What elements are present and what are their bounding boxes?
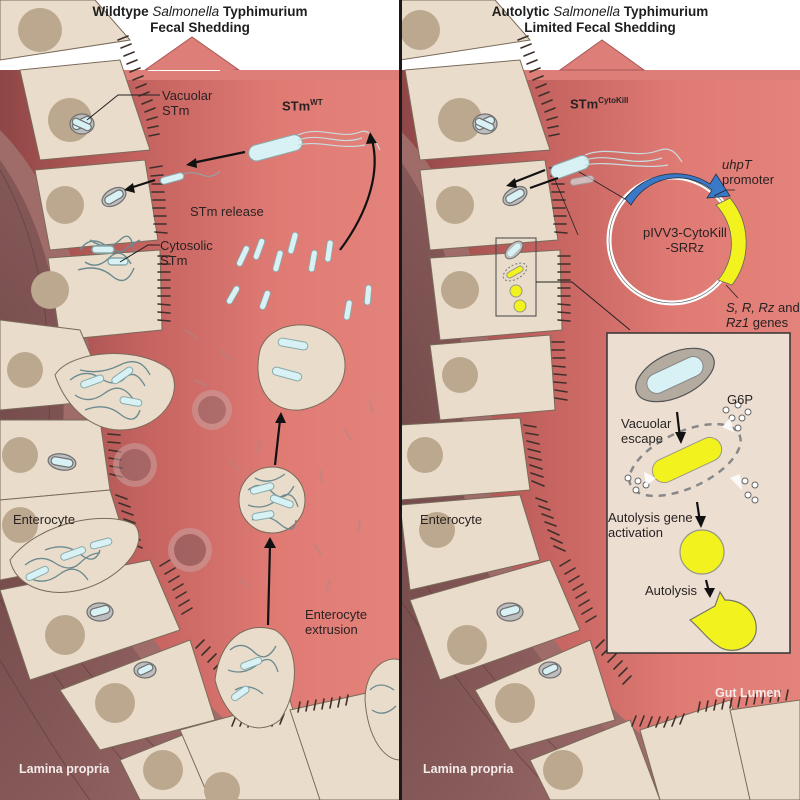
- flagellated-stm-small: [159, 170, 221, 185]
- stm-release-label: STm release: [190, 204, 264, 219]
- microvilli: [517, 35, 789, 728]
- zoom-connector: [536, 281, 631, 331]
- enterocyte-label: Enterocyte: [13, 512, 76, 527]
- plasmid-map: [606, 173, 747, 306]
- vacuolar-stm-4: [86, 602, 114, 622]
- autolytic-panel: Autolytic Salmonella Typhimurium Limited…: [400, 0, 800, 800]
- vacuolar-stm-4: [538, 661, 562, 679]
- dying-cells: [113, 390, 232, 572]
- wildtype-title: Wildtype Salmonella Typhimurium Fecal Sh…: [92, 4, 308, 35]
- zoom-region-box: [495, 237, 537, 317]
- strain-label-wt: STmWT: [282, 98, 323, 114]
- autolysis-inset: [606, 332, 791, 654]
- lamina-propria-label: Lamina propria: [423, 762, 514, 776]
- vacuolar-stm-2: [101, 186, 127, 208]
- lysed-bacterium: [688, 590, 757, 651]
- leader-cytosolic: [119, 244, 160, 263]
- arrow-attach: [191, 150, 246, 165]
- vacuolar-stm: [472, 113, 498, 135]
- arrow-release: [339, 139, 376, 251]
- extruded-cell: [238, 466, 306, 534]
- nuclei: [400, 10, 583, 790]
- lamina-propria-label: Lamina propria: [19, 762, 110, 776]
- arrow-invade: [129, 178, 156, 190]
- zoom-region-contents: [502, 240, 528, 313]
- autolytic-title: Autolytic Salmonella Typhimurium Limited…: [491, 4, 709, 35]
- g6p-label: G6P: [727, 392, 754, 407]
- rounded-bacterium: [679, 529, 725, 575]
- vacuolar-stm-3: [496, 602, 524, 622]
- vacuolar-stm-3: [47, 453, 77, 471]
- arrow-extrusion: [266, 544, 272, 626]
- srrz-genes-segment: [715, 197, 747, 286]
- faded-bacteria: [184, 329, 373, 591]
- wildtype-panel: Wildtype Salmonella Typhimurium Fecal Sh…: [0, 0, 400, 800]
- leader-vacuolar: [86, 94, 160, 121]
- gut-lumen-label: Gut Lumen: [715, 686, 781, 700]
- extruding-cell-1: [54, 353, 175, 431]
- vacuolar-stm-5: [133, 661, 157, 679]
- process-arrows: [511, 168, 559, 190]
- extruding-cell-2: [9, 517, 140, 593]
- autolytic-illustration: [400, 0, 800, 800]
- vacuolar-stm-2: [502, 185, 528, 207]
- shedding-arrow: [558, 39, 646, 71]
- plasmid-name-label: pIVV3-CytoKill-SRRz: [643, 225, 727, 255]
- uhpt-promoter-arrow: [624, 173, 731, 206]
- plasmid-leaders: [554, 169, 626, 236]
- enterocyte-label: Enterocyte: [420, 512, 483, 527]
- flagellated-stm-cytokill: [550, 148, 683, 179]
- autolysis-label: Autolysis: [645, 583, 698, 598]
- extruding-cell-4: [364, 658, 400, 761]
- flagellated-stm-small: [569, 175, 595, 186]
- wildtype-illustration: [0, 0, 400, 800]
- process-arrows: [129, 139, 376, 626]
- strain-label-cytokill: STmCytoKill: [570, 96, 629, 112]
- bursting-cell: [257, 324, 346, 411]
- panel-divider: [399, 0, 402, 800]
- extruding-cell-3: [214, 626, 295, 729]
- arrow-burst: [273, 419, 282, 466]
- released-stm-swarm: [226, 231, 373, 321]
